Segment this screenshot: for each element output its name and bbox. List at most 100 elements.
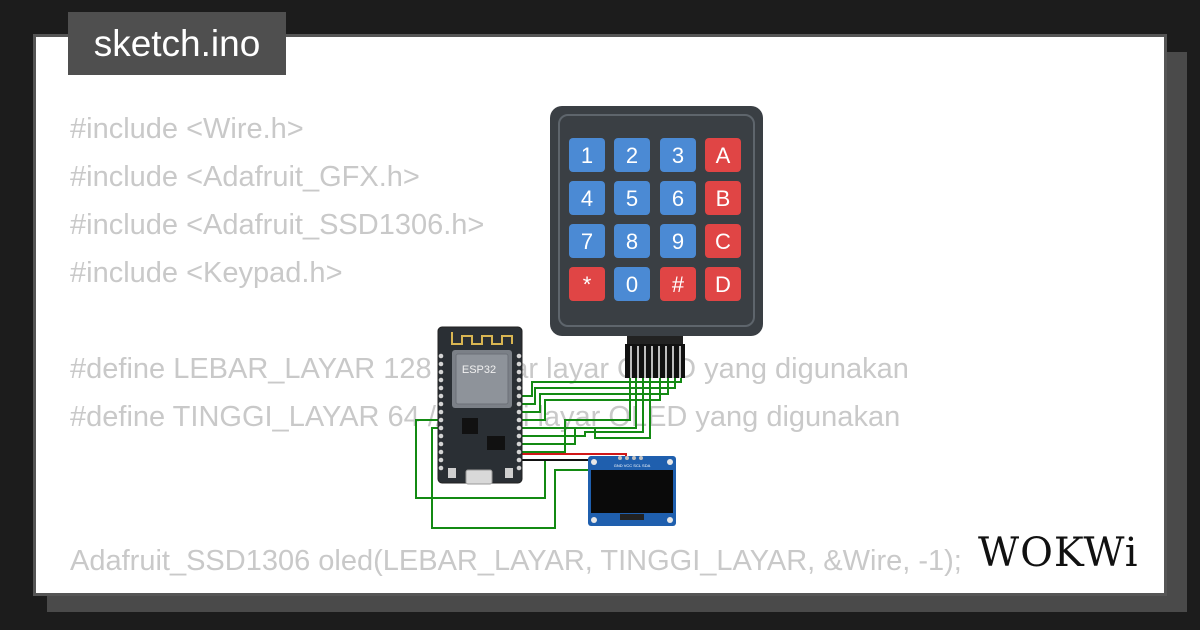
esp32-pin [438,417,444,423]
esp32-pin [516,385,522,391]
esp32-pin [438,393,444,399]
esp32-pin [516,449,522,455]
oled-mount-hole [667,459,673,465]
keypad-connector [627,336,683,344]
keypad-header [625,344,685,378]
keypad-key-label: A [716,143,731,168]
keypad-key[interactable] [705,181,741,215]
keypad-key[interactable] [705,138,741,172]
esp32-pin [516,425,522,431]
wire [522,378,661,421]
wire [522,378,631,453]
code-line: #include <Wire.h> [70,113,304,145]
keypad-key-label: * [583,272,592,297]
esp32-pins [438,353,522,471]
keypad-key[interactable] [660,138,696,172]
usb-chip [462,418,478,434]
code-line: #include <Keypad.h> [70,257,343,289]
oled-ribbon [620,514,644,520]
keypad-key[interactable] [614,138,650,172]
keypad-key[interactable] [705,224,741,258]
wire [522,378,682,397]
wire [522,378,676,405]
antenna [451,332,513,345]
en-button [505,468,513,478]
file-title: sketch.ino [68,12,286,75]
esp32-pin [438,441,444,447]
esp32-pin [516,457,522,463]
wire [522,378,669,413]
esp32-pin [516,353,522,359]
esp32-pin [516,433,522,439]
keypad-key[interactable] [614,267,650,301]
esp32-pin [438,449,444,455]
keypad-key[interactable] [569,138,605,172]
keypad-key-label: 8 [626,229,638,254]
esp32-board[interactable]: ESP32 [437,326,523,485]
esp32-pin [516,369,522,375]
esp32-pin [438,385,444,391]
esp32-pin [438,401,444,407]
keypad-key-label: 5 [626,186,638,211]
keypad-key[interactable] [660,181,696,215]
keypad-key-label: 3 [672,143,684,168]
keypad-bezel [558,114,755,327]
esp32-pin [516,441,522,447]
keypad-key-label: 9 [672,229,684,254]
oled-pin [625,456,629,460]
oled-screen [591,470,673,513]
keypad-key[interactable] [705,267,741,301]
esp32-pin [516,409,522,415]
keypad-key[interactable] [614,181,650,215]
keypad-key[interactable] [614,224,650,258]
keypad-key-label: 1 [581,143,593,168]
esp32-pin [438,425,444,431]
oled-display[interactable]: GND VCC SCL SDA [588,456,676,526]
keypad-pin [658,346,660,378]
oled-pin [639,456,643,460]
code-line: Adafruit_SSD1306 oled(LEBAR_LAYAR, TINGG… [70,545,962,577]
wokwi-logo: WOKWi [978,530,1139,576]
keypad-pin [651,346,653,378]
esp32-pin [516,377,522,383]
keypad-key-label: 7 [581,229,593,254]
esp32-pin [516,401,522,407]
esp32-pin [438,361,444,367]
keypad-key-label: B [716,186,731,211]
wire [522,378,651,439]
boot-button [448,468,456,478]
esp32-pin [438,465,444,471]
esp32-shield [455,353,509,405]
keypad-pin [630,346,632,378]
keypad-key[interactable] [660,267,696,301]
esp32-pin [438,457,444,463]
keypad-key[interactable] [569,224,605,258]
keypad-key[interactable] [660,224,696,258]
esp32-pin [516,465,522,471]
keypad-key[interactable] [569,267,605,301]
keypad-pin [637,346,639,378]
keypad-key[interactable] [569,181,605,215]
code-line: #include <Adafruit_SSD1306.h> [70,209,485,241]
keypad-pin [679,346,681,378]
oled-mount-hole [591,459,597,465]
code-line: #include <Adafruit_GFX.h> [70,161,420,193]
esp32-pin [438,409,444,415]
oled-pin [632,456,636,460]
oled-pin-labels: GND VCC SCL SDA [614,463,651,468]
keypad-pin [665,346,667,378]
esp32-label: ESP32 [462,364,496,376]
keypad-pin [644,346,646,378]
keypad-pins [630,346,681,378]
oled-mount-hole [591,517,597,523]
usb-port [465,469,493,485]
esp32-pin [516,393,522,399]
esp32-pin [516,417,522,423]
keypad-key-label: 6 [672,186,684,211]
keypad-key-label: C [715,229,731,254]
esp32-pin [438,353,444,359]
keypad-key-label: D [715,272,731,297]
